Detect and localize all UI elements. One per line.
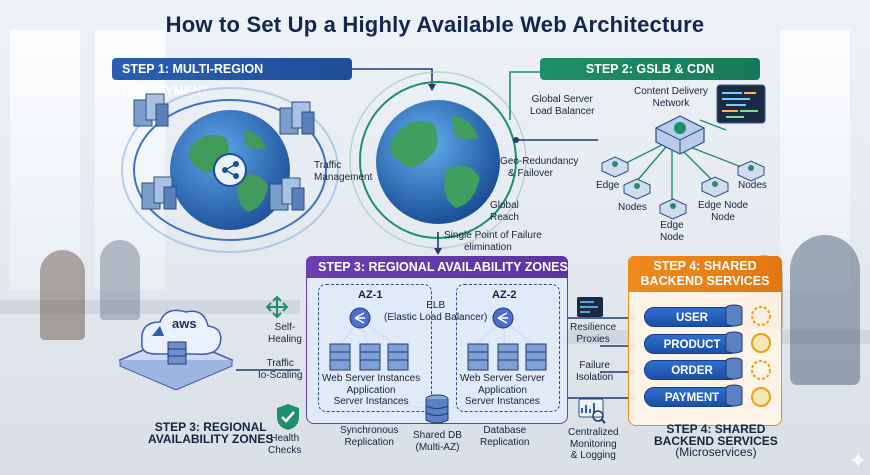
aws-logo-label: aws — [172, 316, 197, 331]
arrows-expand-icon — [266, 296, 288, 318]
edge-node-icon — [623, 178, 651, 200]
service-payment: PAYMENT — [644, 387, 740, 407]
az1-label: AZ-1 — [358, 289, 383, 301]
proxy-monitor-icon — [577, 297, 603, 317]
global-globe-icon — [376, 100, 500, 224]
server-stack-icon — [279, 101, 315, 135]
elb-label: ELB(Elastic Load Balancer) — [384, 300, 488, 323]
aws-platform-icon — [118, 309, 234, 390]
edge-node-icon — [601, 156, 629, 178]
nodes-label-right: Nodes — [738, 180, 767, 191]
self-healing-label: Self-Healing — [268, 322, 302, 345]
nodes-label: Nodes — [618, 202, 647, 213]
server-stack-icon — [133, 93, 169, 127]
sparkle-icon — [850, 452, 866, 468]
server-stack-icon — [141, 176, 177, 210]
step2-banner: STEP 2: GSLB & CDN — [540, 58, 760, 80]
az2-servers-icon — [467, 343, 547, 371]
server-stack-icon — [269, 177, 305, 211]
edge-node-icon — [737, 160, 765, 182]
edge-label: Edge — [596, 180, 620, 191]
service-product: PRODUCT — [644, 334, 740, 354]
edge-node-icon — [659, 198, 687, 220]
cdn-hub-icon — [655, 115, 705, 155]
service-badge-icons — [751, 306, 771, 407]
step3-banner: STEP 3: REGIONAL AVAILABILITY ZONES — [306, 256, 568, 278]
geo-redundancy-label: Geo-Redundancy& Failover — [500, 156, 579, 179]
page-title: How to Set Up a Highly Available Web Arc… — [165, 12, 705, 37]
service-db-icons — [725, 304, 743, 407]
az2-box — [456, 284, 560, 412]
service-order: ORDER — [644, 360, 740, 380]
load-balancer-icon — [492, 307, 514, 329]
monitoring-chart-icon — [578, 398, 606, 424]
az1-servers-icon — [329, 343, 409, 371]
shield-check-icon — [277, 404, 299, 430]
shared-db-icon — [425, 394, 449, 424]
edge-node-icon — [701, 176, 729, 198]
load-balancer-icon — [349, 307, 371, 329]
step1-globe-icon — [170, 110, 290, 230]
monitor-code-icon — [716, 84, 766, 124]
az1-box — [318, 284, 432, 412]
az2-label: AZ-2 — [492, 289, 517, 301]
shared-db-label: Shared DB(Multi-AZ) — [413, 430, 462, 453]
